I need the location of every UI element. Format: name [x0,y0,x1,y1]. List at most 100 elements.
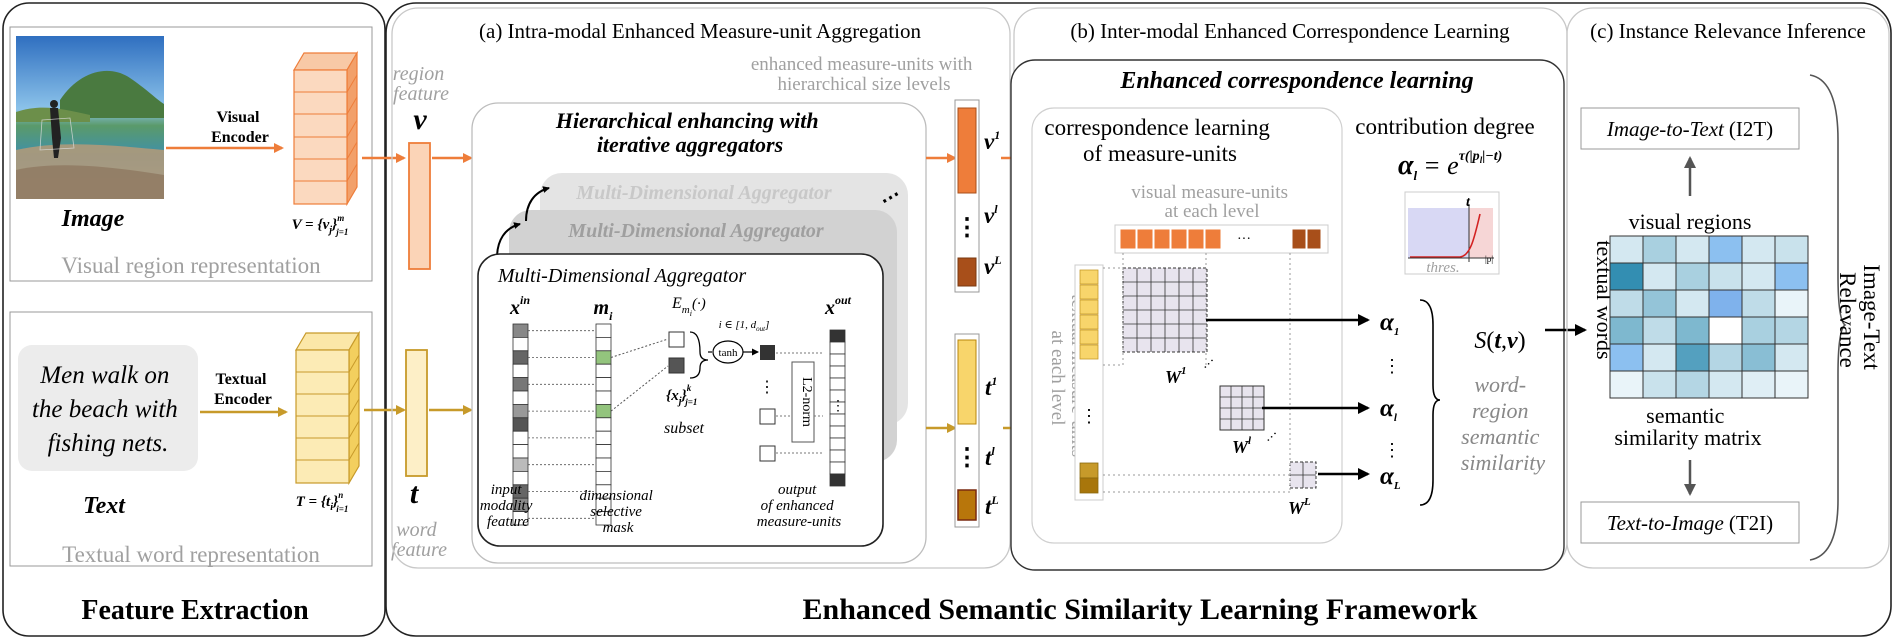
visual-unit-large [1291,228,1307,250]
matrix-cell [1609,370,1644,399]
out-node-1 [760,345,775,360]
contrib-plot-thres: thres. [1426,260,1459,276]
out-node-3 [759,445,776,462]
matrix-cell [1609,316,1644,345]
matrix-cell [1708,289,1743,318]
output-cell [829,461,846,475]
output-cell [829,341,846,355]
similarity-text: word- region semantic similarity [1461,372,1546,475]
t1-label: t1 [985,374,997,400]
mask-cell [595,470,612,486]
panel-c-title: (c) Instance Relevance Inference [1590,19,1866,43]
mask-cell [595,336,612,352]
matrix-cell [1675,289,1710,318]
region-feature-label: region feature [393,63,449,105]
tL-label: tL [985,493,999,519]
visual-unit [1187,228,1205,250]
matrix-cell [1708,370,1743,399]
t1-bar [957,339,977,425]
beach-photo [16,36,164,199]
t-dots: ⋮ [955,445,979,471]
matrix-cell [1642,289,1677,318]
alpha-dots-2: ⋮ [1383,440,1401,460]
matrix-cell [1741,316,1776,345]
alpha-1: α1 [1380,309,1399,338]
matrix-cell [1675,235,1710,264]
textual-unit-large [1079,477,1099,494]
contrib-plot-t: t [1466,195,1471,210]
matrix-cell [1774,289,1809,318]
similarity-matrix [1609,235,1809,399]
textual-feature-stack [294,330,361,486]
textual-unit [1079,299,1099,315]
mask-cell [595,444,612,459]
contrib-plot-p: |p| [1485,254,1493,264]
matrix-cell [1609,262,1644,291]
matrix-cell [1642,370,1677,399]
textual-unit [1079,314,1099,330]
mask-cell [595,511,612,526]
input-cell [512,390,529,405]
v-symbol: v [413,103,427,136]
l2-norm-box [791,361,815,443]
contrib-plot-curve [1410,213,1481,258]
matrix-caption: semantic similarity matrix [1614,403,1761,450]
output-cell [829,437,846,451]
textual-unit [1079,284,1099,300]
matrix-cell [1708,316,1743,345]
matrix-cell [1675,343,1710,372]
matrix-cell [1642,316,1677,345]
subset-box-2 [668,357,685,374]
vL-label: vL [984,253,1002,279]
matrix-cell [1774,370,1809,399]
x-out-label: xout [824,293,852,319]
text-sample-bubble [18,345,198,471]
mask-cell [595,323,612,338]
x-in-label: xin [509,293,530,319]
aggregator-back-label: Multi-Dimensional Aggregator [575,182,832,204]
visual-unit [1153,228,1171,250]
visual-units-label: visual measure-units at each level [1131,182,1292,222]
matrix-cell [1708,343,1743,372]
hier-title: Hierarchical enhancing with iterative ag… [555,108,824,157]
textual-encoder-label: Textual Encoder [214,371,272,408]
output-cell [829,449,846,463]
alpha-brace [1419,299,1441,506]
framework-panel [385,2,1892,637]
textual-unit [1079,269,1099,285]
tanh-label: tanh [719,347,738,359]
visual-encoder-label: Visual Encoder [211,109,269,146]
input-cell [512,323,529,338]
t2i-box [1580,501,1800,544]
textual-unit-large [1079,462,1099,479]
mask-cell [595,417,612,432]
text-label: Text [83,493,126,519]
output-cell [829,353,846,367]
selective-mask-column [595,323,612,526]
output-column: ⋮ [829,329,846,487]
matrix-cell [1609,343,1644,372]
text-sample: Men walk on the beach with fishing nets. [32,362,184,457]
dotted-line [610,365,669,412]
matrix-cell [1675,370,1710,399]
visual-unit [1119,228,1137,250]
visual-unit [1204,228,1222,250]
matrix-cell [1741,370,1776,399]
visual-feature-stack [292,50,359,207]
enhanced-note: enhanced measure-units with hierarchical… [751,54,977,95]
v1-bar [957,107,977,194]
alpha-L: αL [1380,463,1401,492]
matrix-cell [1741,343,1776,372]
matrix-cell [1675,316,1710,345]
output-cell [829,425,846,439]
input-caption: input modality feature [480,482,536,530]
mask-dotted-lines [528,330,669,519]
wL-label: WL [1288,496,1311,518]
matrix-cell [1642,235,1677,264]
word-feature-bar [405,349,428,477]
mask-cell [595,363,612,379]
contrib-plot-region-low [1408,208,1469,258]
weight-grids [1122,267,1317,489]
